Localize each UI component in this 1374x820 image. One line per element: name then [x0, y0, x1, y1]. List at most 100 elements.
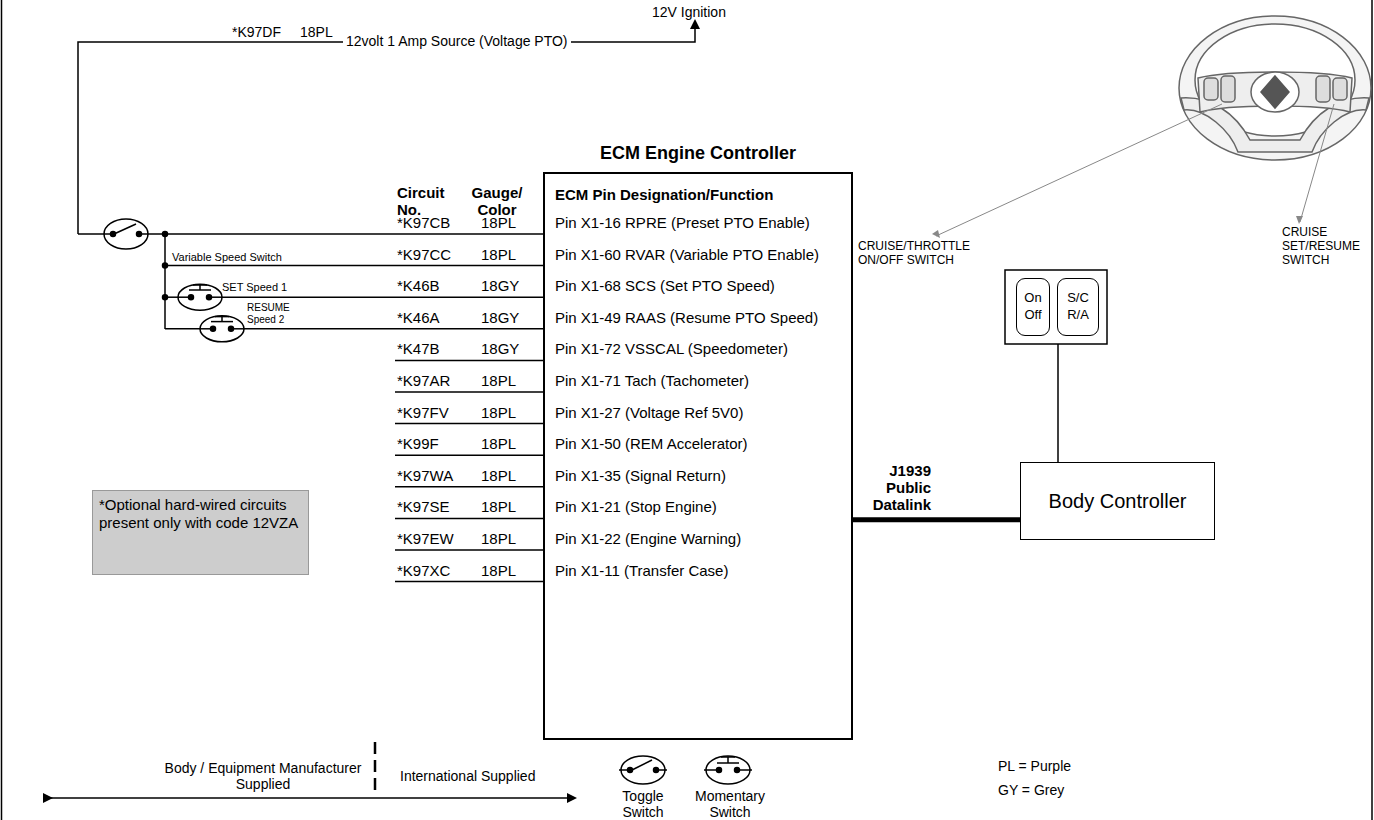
contact-dot [189, 295, 194, 300]
frame-line [1, 0, 3, 820]
pin-function: Pin X1-21 (Stop Engine) [555, 498, 717, 515]
label: 12V Ignition [652, 4, 726, 20]
column-header: Gauge/ Color [466, 184, 528, 219]
wire-gauge: 18PL [481, 435, 516, 452]
wire [1057, 344, 1059, 462]
circuit-number: *K97AR [397, 372, 450, 389]
datalink-line [853, 517, 1020, 522]
switch-lever [632, 760, 652, 770]
color-key: GY = Grey [998, 782, 1064, 798]
switch-label: CRUISE/THROTTLE ON/OFF SWITCH [858, 240, 998, 268]
wire [165, 328, 200, 330]
junction-dot [163, 232, 168, 237]
wire-gauge: 18PL [481, 498, 516, 515]
toggle-switch-symbol [621, 756, 665, 784]
switch-button: S/C R/A [1057, 278, 1099, 336]
wire [222, 296, 543, 298]
wire-gauge: 18PL [481, 530, 516, 547]
switch-bar [721, 756, 735, 758]
label: 12volt 1 Amp Source (Voltage PTO) [343, 33, 571, 49]
pin-function: Pin X1-22 (Engine Warning) [555, 530, 741, 547]
switch-panel [1005, 270, 1107, 344]
junction-dot [163, 263, 168, 268]
wire [395, 423, 543, 425]
wire [395, 391, 543, 393]
leader-head [932, 230, 940, 238]
leader-head [1296, 216, 1303, 224]
symbol-key: Toggle Switch [612, 788, 674, 820]
button-legend: On Off [1017, 280, 1049, 334]
wire-gauge: 18PL [481, 372, 516, 389]
edge-label: J1939 Public Datalink [859, 462, 931, 514]
color-key: PL = Purple [998, 758, 1071, 774]
contact-dot [717, 768, 722, 773]
pin-function: Pin X1-11 (Transfer Case) [555, 562, 728, 579]
column-header: Circuit No. [397, 184, 459, 219]
pin-function: Pin X1-35 (Signal Return) [555, 467, 726, 484]
circuit-number: *K97WA [397, 467, 453, 484]
contact-dot [735, 768, 740, 773]
note-box: *Optional hard-wired circuits present on… [92, 490, 309, 575]
wire-gauge: 18PL [481, 467, 516, 484]
pin-function: Pin X1-16 RPRE (Preset PTO Enable) [555, 214, 810, 231]
contact-dot [207, 295, 212, 300]
note-text: *Optional hard-wired circuits present on… [93, 491, 308, 537]
contact-dot [211, 326, 216, 331]
wire-gauge: 18GY [481, 340, 519, 357]
pin-function: Pin X1-71 Tach (Tachometer) [555, 372, 749, 389]
pin-function: Pin X1-27 (Voltage Ref 5V0) [555, 404, 743, 421]
symbol-key: Momentary Switch [690, 788, 770, 820]
circuit-number: *K97XC [397, 562, 450, 579]
contact-dot [111, 232, 116, 237]
wire [165, 265, 543, 267]
button-legend: S/C R/A [1058, 280, 1098, 334]
circuit-number: *K97SE [397, 498, 450, 515]
controller-title: ECM Engine Controller [545, 143, 851, 164]
circuit-number: *K46A [397, 309, 440, 326]
label: International Supplied [400, 768, 535, 784]
momentary-switch-symbol [178, 284, 222, 310]
controller-box: Body Controller [1020, 462, 1215, 540]
switch-label: SET Speed 1 [222, 281, 287, 294]
leader-line [1300, 104, 1334, 222]
circuit-number: *K97CC [397, 246, 451, 263]
momentary-switch-symbol [200, 316, 244, 342]
switch-label: RESUME Speed 2 [247, 302, 299, 325]
pin-function: Pin X1-49 RAAS (Resume PTO Speed) [555, 309, 818, 326]
controller-name: Body Controller [1021, 477, 1214, 526]
steering-wheel [1179, 16, 1371, 160]
toggle-switch-symbol [104, 219, 148, 249]
column-header: ECM Pin Designation/Function [555, 186, 851, 203]
pin-function: Pin X1-60 RVAR (Variable PTO Enable) [555, 246, 819, 263]
circuit-number: *K47B [397, 340, 440, 357]
wire-gauge: 18PL [481, 246, 516, 263]
leader-line [936, 104, 1222, 236]
switch-stem [727, 757, 729, 763]
switch-label: Variable Speed Switch [172, 251, 282, 264]
label: Body / Equipment Manufacturer Supplied [160, 760, 366, 792]
wire [78, 233, 104, 235]
switch-button: On Off [1016, 278, 1050, 336]
wire [395, 581, 543, 583]
circuit-number: *K97EW [397, 530, 454, 547]
pin-function: Pin X1-68 SCS (Set PTO Speed) [555, 277, 775, 294]
wire [395, 549, 543, 551]
frame-line [1371, 0, 1373, 820]
junction-dot [163, 295, 168, 300]
wire-gauge: 18GY [481, 309, 519, 326]
label: *K97DF [232, 24, 281, 40]
wire [395, 360, 543, 362]
pin-function: Pin X1-72 VSSCAL (Speedometer) [555, 340, 788, 357]
contact-dot [628, 768, 633, 773]
wire [395, 486, 543, 488]
circuit-number: *K97CB [397, 214, 450, 231]
wire [244, 328, 543, 330]
wire [164, 234, 166, 329]
switch-bar [193, 284, 207, 286]
supply-arrow [48, 797, 572, 799]
supply-divider [374, 742, 377, 792]
switch-bar [215, 316, 229, 318]
contact-dot [229, 326, 234, 331]
wire [395, 518, 543, 520]
wire-gauge: 18GY [481, 277, 519, 294]
